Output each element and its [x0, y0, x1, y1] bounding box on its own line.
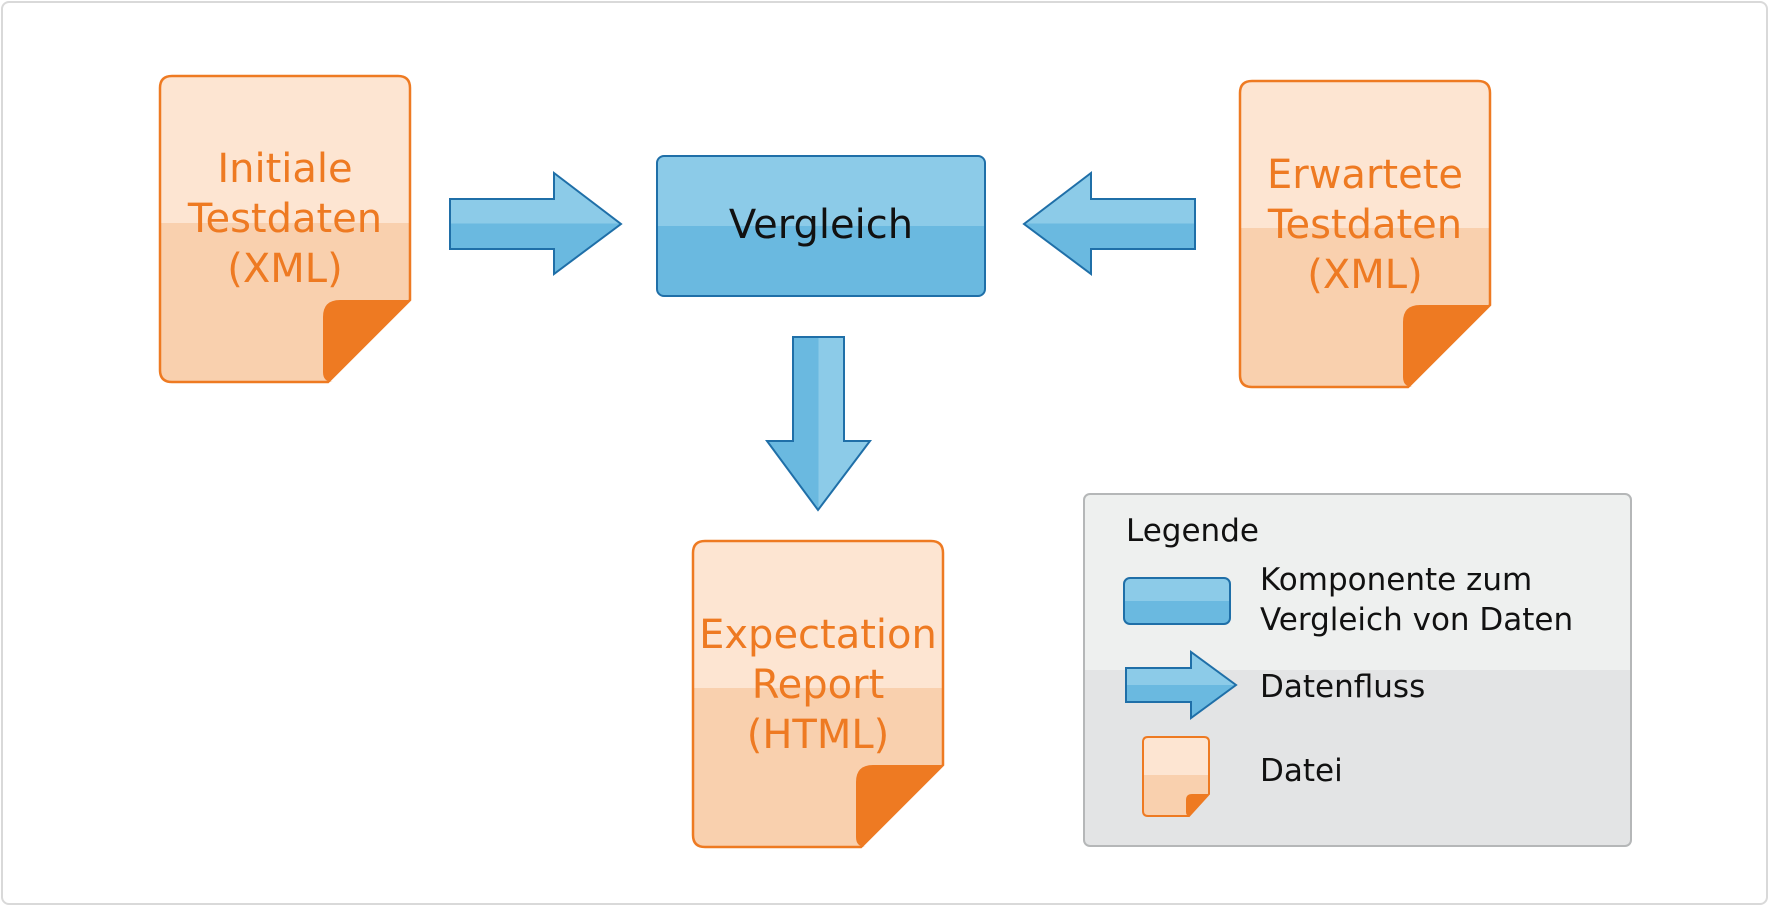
file-label-line-2: Report	[752, 662, 885, 708]
file-label-line-1: Erwartete	[1267, 152, 1463, 198]
component-box	[656, 155, 986, 297]
legend-title: Legende	[1126, 513, 1259, 549]
file-label-line-2: Testdaten	[1267, 202, 1462, 248]
legend-file-corner-fold	[1186, 794, 1209, 816]
dataflow-arrow-down	[765, 336, 873, 512]
file-erwartete-testdaten: Erwartete Testdaten (XML)	[1238, 79, 1492, 389]
legend: Legende Komponente zum Vergleich von Dat…	[1083, 493, 1632, 847]
dataflow-arrow-right	[449, 170, 623, 276]
file-expectation-report: Expectation Report (HTML)	[691, 539, 945, 849]
file-corner-fold	[323, 300, 410, 382]
file-label-line-1: Initiale	[217, 146, 352, 192]
legend-item-file: Datei	[1260, 753, 1343, 789]
file-corner-fold	[856, 765, 943, 847]
file-label-line-3: (XML)	[227, 246, 342, 292]
component-label: Vergleich	[729, 202, 913, 248]
file-label-line-3: (HTML)	[747, 712, 890, 758]
legend-item-component-line-2: Vergleich von Daten	[1260, 602, 1573, 638]
legend-arrow-swatch	[1125, 650, 1238, 720]
dataflow-arrow-left	[1022, 170, 1196, 276]
file-corner-fold	[1403, 305, 1490, 387]
component-vergleich: Vergleich	[656, 155, 986, 297]
legend-item-component-line-1: Komponente zum	[1260, 562, 1532, 598]
legend-item-dataflow: Datenfluss	[1260, 669, 1425, 705]
file-label-line-2: Testdaten	[187, 196, 382, 242]
legend-component-swatch	[1123, 577, 1231, 625]
file-label-line-1: Expectation	[699, 612, 937, 658]
file-initial-testdaten: Initiale Testdaten (XML)	[158, 74, 412, 384]
file-label-line-3: (XML)	[1307, 252, 1422, 298]
